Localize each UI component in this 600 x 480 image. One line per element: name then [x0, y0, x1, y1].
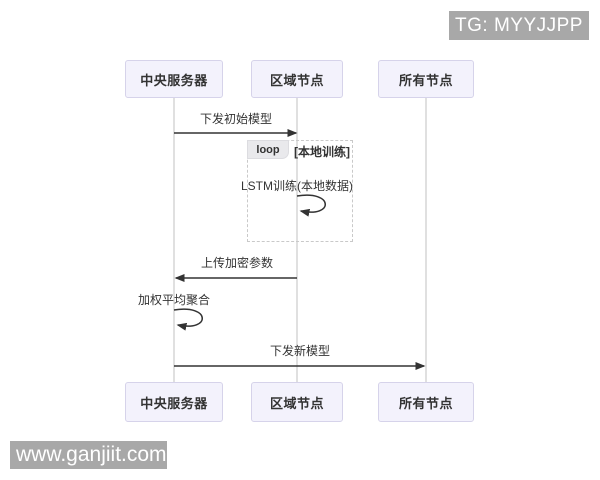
- message-label-lstm-training: LSTM训练(本地数据): [241, 179, 353, 193]
- actor-bottom-regional-node: 区域节点: [251, 382, 343, 422]
- actor-top-central-server: 中央服务器: [125, 60, 223, 98]
- loop-fragment: loop [本地训练]: [247, 140, 353, 242]
- actor-top-regional-node: 区域节点: [251, 60, 343, 98]
- actor-top-all-nodes: 所有节点: [378, 60, 474, 98]
- actor-bottom-all-nodes: 所有节点: [378, 382, 474, 422]
- message-label-initial-model: 下发初始模型: [199, 112, 273, 126]
- message-label-upload-params: 上传加密参数: [200, 256, 274, 270]
- actor-bottom-central-server: 中央服务器: [125, 382, 223, 422]
- self-loop-lstm-training: [296, 194, 326, 217]
- self-loop-aggregation: [173, 308, 203, 331]
- message-label-new-model: 下发新模型: [269, 344, 331, 358]
- loop-keyword-tab: loop: [247, 140, 289, 159]
- message-label-aggregation: 加权平均聚合: [137, 293, 211, 307]
- watermark-telegram: TG: MYYJJPP: [449, 11, 589, 40]
- loop-condition-label: [本地训练]: [294, 145, 350, 159]
- watermark-website: www.ganjiit.com: [10, 441, 167, 469]
